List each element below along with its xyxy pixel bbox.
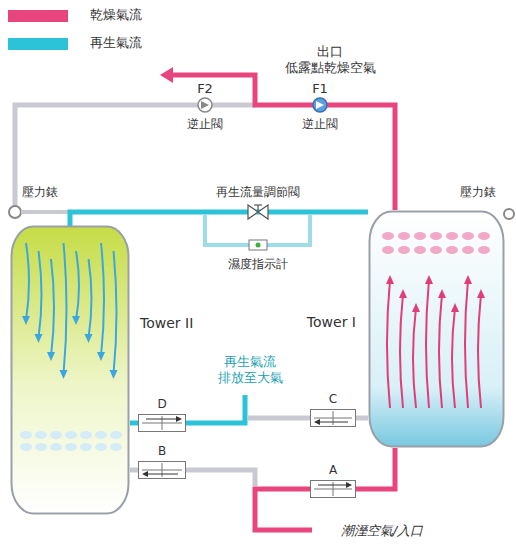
label: 壓力錶 [460,185,496,200]
pressure-gauge [9,206,21,218]
flow-valve [258,205,268,219]
label: 壓力錶 [22,185,58,200]
legend-text: 再生氣流 [90,35,142,51]
valve-box: C [310,409,356,427]
valve-box: B [138,461,186,479]
dry-pipe [170,75,395,210]
label: 逆止閥 [302,117,338,132]
label: F2 [197,81,213,97]
pipe-connector [130,421,138,426]
regen-pipe [70,212,368,226]
valve-letter: A [310,463,356,478]
tower-vessel [368,210,505,448]
pipe [186,470,255,486]
legend-swatch [8,10,68,22]
valve-letter: C [310,392,356,407]
valve-letter: B [138,444,186,459]
label: 潮溼空氣/入口 [341,523,423,539]
label: 再生流量調節閥 [216,185,300,200]
tower: Tower II [10,225,130,515]
tower-label: Tower I [307,314,356,332]
label: 濕度指示計 [228,257,288,272]
flow-valve [257,205,258,212]
legend-swatch [8,38,68,50]
tower-label: Tower II [140,315,193,333]
label: 逆止閥 [187,117,223,132]
tower: Tower I [368,210,505,448]
check-valve [316,101,324,109]
valve-letter: D [138,397,186,412]
check-valve [313,98,327,112]
valve-symbol [310,409,356,427]
flow-valve [254,204,262,205]
check-valve [201,101,209,109]
pipe-connector [356,448,395,489]
valve-symbol [310,480,356,498]
valve-symbol [138,414,186,432]
valve-symbol [138,461,186,479]
label: 出口 低露點乾燥空氣 [274,44,386,77]
outlet-arrow [160,67,173,83]
label: F1 [312,81,328,97]
dry-pipe [255,489,312,530]
humidity-indicator [249,240,267,250]
pipe-connector [130,468,138,473]
pipe-connector [356,416,368,421]
legend-text: 乾燥氣流 [90,7,142,23]
flow-valve [248,205,258,219]
check-valve [198,98,212,112]
pipe [21,210,70,214]
tower-vessel [10,225,130,515]
pressure-gauge [504,209,514,219]
pipe [248,416,310,421]
label: 再生氣流 排放至大氣 [208,354,292,387]
valve-box: D [138,414,186,432]
regen-pipe [186,395,245,423]
valve-box: A [310,480,356,498]
humidity-indicator [256,243,261,248]
